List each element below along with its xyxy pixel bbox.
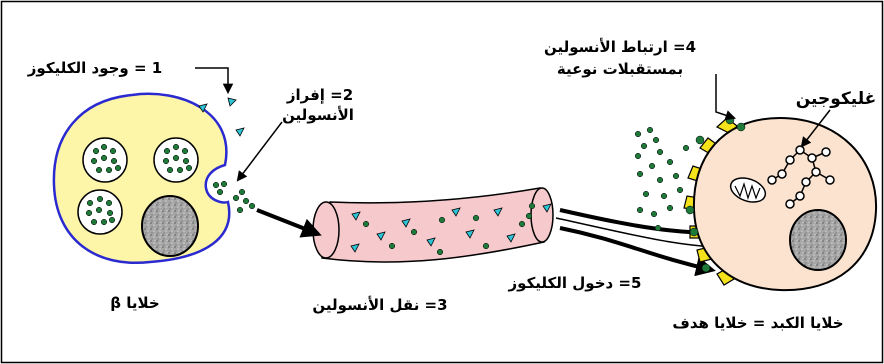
label-step4-line1: 4= ارتباط الأنسولين bbox=[544, 38, 696, 56]
step1-pointer bbox=[195, 68, 228, 92]
label-glycogen: غليكوجين bbox=[796, 89, 877, 109]
step2-pointer bbox=[238, 122, 282, 180]
liver-cell bbox=[684, 116, 876, 290]
beta-cell-membrane bbox=[54, 94, 229, 263]
arrow-cell-to-vessel bbox=[257, 210, 318, 234]
liver-cell-membrane bbox=[694, 118, 876, 290]
vessel-left-opening bbox=[313, 202, 339, 258]
arrow-glucose-entry bbox=[560, 228, 712, 270]
vessel-right-opening bbox=[531, 188, 553, 242]
beta-cell-nucleus bbox=[142, 196, 198, 256]
label-step2-line2: الأنسولين bbox=[282, 106, 354, 124]
step4-pointer bbox=[716, 74, 734, 118]
label-step2-line1: 2= إفراز bbox=[286, 86, 353, 104]
label-step4-line2: بمستقبلات نوعية bbox=[557, 60, 683, 78]
label-liver-cells: خلايا الكبد = خلايا هدف bbox=[672, 314, 843, 332]
blood-vessel bbox=[313, 188, 553, 262]
beta-cell bbox=[54, 94, 255, 263]
label-step1: 1 = وجود الكليكوز bbox=[27, 59, 162, 77]
label-beta-cells: خلايا β bbox=[110, 294, 159, 312]
liver-cell-nucleus bbox=[790, 210, 846, 270]
label-step5: 5= دخول الكليكوز bbox=[508, 274, 642, 292]
label-step3: 3= نقل الأنسولين bbox=[312, 296, 447, 314]
liver-insulin bbox=[635, 127, 693, 231]
